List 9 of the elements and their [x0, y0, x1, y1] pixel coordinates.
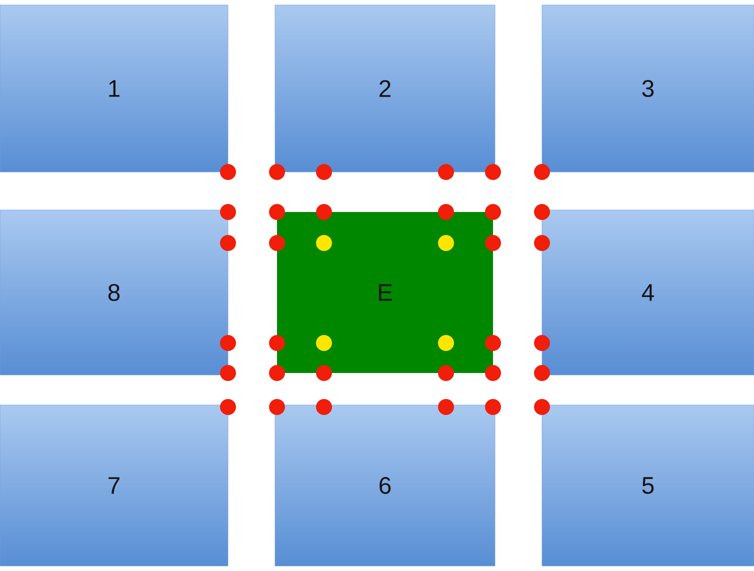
grid-cell: 4: [542, 210, 754, 376]
grid-cell: 1: [0, 4, 228, 172]
grid-cell: 8: [0, 210, 228, 376]
grid-cell: 5: [542, 404, 754, 566]
grid-cell: 3: [542, 4, 754, 172]
center-cell: E: [277, 212, 493, 373]
grid-cell: 2: [274, 4, 496, 172]
grid-cell: 6: [274, 404, 496, 566]
grid-cell: 7: [0, 404, 228, 566]
